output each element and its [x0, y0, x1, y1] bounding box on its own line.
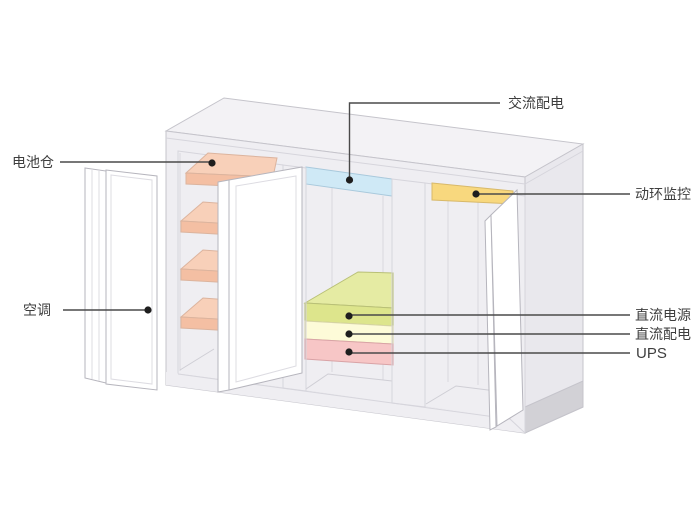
- mullion-right: [391, 178, 426, 408]
- left-door-inset: [110, 174, 153, 385]
- leader-dots: [144, 159, 480, 356]
- top-slab-edge-line: [165, 137, 584, 185]
- center-door-inset: [235, 175, 297, 383]
- ac-distribution-dot: [345, 176, 354, 184]
- left-door-panel: [105, 169, 158, 391]
- dc-distribution-dot: [345, 330, 353, 338]
- battery-dot: [208, 159, 216, 167]
- ac-distribution-leader-line: [348, 102, 500, 179]
- leader-lines: [60, 102, 630, 354]
- right-compartment-floor-lines: [425, 385, 505, 405]
- center-door-edge: [217, 179, 230, 393]
- dc-power-dot: [345, 312, 353, 320]
- dc-distribution-label: 直流配电: [635, 326, 691, 342]
- aircon-label: 空调: [23, 302, 51, 318]
- right-door-panel: [490, 188, 524, 427]
- labels: 电池仓 空调 交流配电 动环监控 直流电源 直流配电 UPS: [12, 95, 691, 362]
- bottom-rail: [166, 372, 525, 433]
- right-compartment-back-edges: [447, 199, 479, 385]
- aircon-dot: [144, 306, 152, 314]
- middle-compartment-floor-lines: [305, 373, 393, 390]
- ups-label: UPS: [636, 345, 667, 362]
- dc-power-label: 直流电源: [635, 307, 691, 323]
- left-compartment-floor-line: [179, 348, 215, 371]
- cabinet-doors: [84, 166, 524, 431]
- ac-distribution-label: 交流配电: [508, 95, 564, 111]
- left-door-edge-panel: [84, 167, 107, 384]
- env-monitor-label: 动环监控: [635, 186, 691, 202]
- battery-label: 电池仓: [12, 154, 54, 170]
- left-door-edge-lines: [91, 169, 100, 381]
- right-door-edge: [484, 213, 497, 431]
- center-door-panel: [228, 166, 303, 391]
- ups-dot: [345, 348, 353, 356]
- env-monitor-dot: [472, 190, 480, 198]
